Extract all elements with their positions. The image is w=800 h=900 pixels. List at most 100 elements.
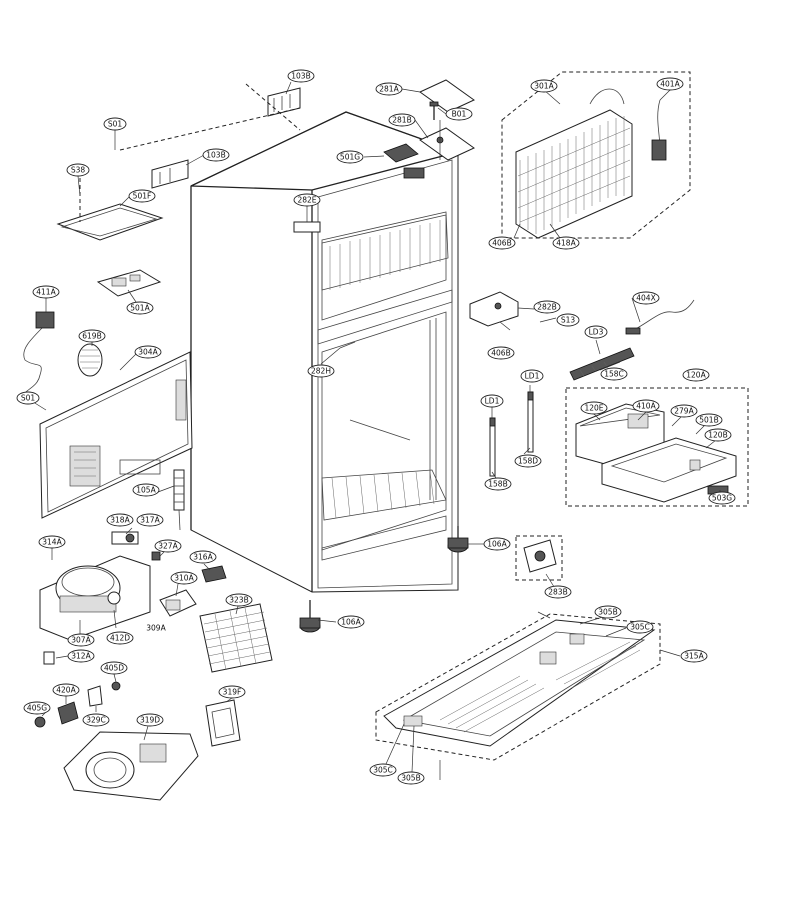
svg-text:501G: 501G [340, 153, 360, 162]
svg-text:158B: 158B [488, 480, 507, 489]
svg-text:307A: 307A [71, 636, 91, 645]
callout-103b-top: 103B [287, 69, 315, 83]
led-ld1-158d [527, 391, 534, 453]
part-405g [34, 716, 46, 728]
svg-text:310A: 310A [174, 574, 194, 583]
relay-318a-317a [111, 531, 139, 545]
drain-hose-105a [173, 469, 185, 531]
callout-158b: 158B [484, 477, 512, 491]
callout-619b: 619B [78, 329, 106, 343]
svg-text:405G: 405G [27, 704, 47, 713]
svg-text:319D: 319D [140, 716, 160, 725]
callout-405g: 405G [23, 701, 51, 715]
svg-text:S13: S13 [561, 316, 576, 325]
callout-281b: 281B [388, 113, 416, 127]
callout-312a: 312A [67, 649, 95, 663]
callout-305c-bottom: 305C [369, 763, 397, 777]
callout-307a: 307A [67, 633, 95, 647]
svg-text:S38: S38 [71, 166, 86, 175]
fan-motor-310a [159, 589, 197, 617]
callout-282e: 282E [293, 193, 321, 207]
svg-text:404X: 404X [636, 294, 655, 303]
callout-314a: 314A [38, 535, 66, 549]
svg-text:120E: 120E [584, 404, 603, 413]
callout-103b-cover: 103B [202, 148, 230, 162]
callout-401a: 401A [656, 77, 684, 91]
callout-501g: 501G [336, 150, 364, 164]
svg-text:LD3: LD3 [589, 328, 604, 337]
svg-text:411A: 411A [36, 288, 56, 297]
svg-text:501F: 501F [133, 192, 152, 201]
cover-281a [419, 79, 475, 113]
svg-text:281B: 281B [392, 116, 411, 125]
callout-106a-rear: 106A [483, 537, 511, 551]
back-cover-304a [29, 351, 193, 519]
callout-501b: 501B [695, 413, 723, 427]
svg-text:LD1: LD1 [525, 372, 540, 381]
callout-316a: 316A [189, 550, 217, 564]
svg-text:327A: 327A [158, 542, 178, 551]
svg-text:B01: B01 [452, 110, 467, 119]
part-619b [77, 343, 103, 377]
cover-501f [56, 178, 164, 241]
svg-text:106A: 106A [341, 618, 361, 627]
cover-103b [119, 107, 301, 189]
part-405d [111, 681, 121, 691]
callout-ld1-right: LD1 [520, 369, 544, 383]
svg-text:304A: 304A [138, 348, 158, 357]
svg-text:410A: 410A [636, 402, 656, 411]
svg-text:282E: 282E [297, 196, 316, 205]
svg-text:120B: 120B [708, 431, 727, 440]
callout-412d: 412D [106, 631, 134, 645]
callout-404x: 404X [632, 291, 660, 305]
leader-lines [41, 81, 721, 773]
callout-158c: 158C [600, 367, 628, 381]
svg-text:418A: 418A [556, 239, 576, 248]
svg-text:317A: 317A [140, 516, 160, 525]
callout-315a: 315A [680, 649, 708, 663]
part-420a [57, 701, 79, 725]
svg-text:305B: 305B [401, 774, 420, 783]
svg-text:S01: S01 [21, 394, 36, 403]
svg-text:283B: 283B [548, 588, 567, 597]
callout-120b: 120B [704, 428, 732, 442]
callout-305c-top: 305C [626, 620, 654, 634]
condenser-323b [199, 603, 273, 673]
callout-420a: 420A [52, 683, 80, 697]
callout-281a: 281A [375, 82, 403, 96]
part-319f [205, 699, 241, 747]
svg-text:301A: 301A [534, 82, 554, 91]
svg-text:501B: 501B [699, 416, 718, 425]
svg-text:305C: 305C [373, 766, 393, 775]
leveling-foot-106a-rear [447, 526, 469, 553]
svg-text:103B: 103B [291, 72, 310, 81]
svg-text:405D: 405D [104, 664, 124, 673]
callout-105a: 105A [132, 483, 160, 497]
part-312a [43, 651, 55, 665]
control-bracket-103b [245, 83, 301, 131]
callout-s01-left: S01 [16, 391, 40, 405]
callout-b01: B01 [445, 107, 473, 121]
callout-329c: 329C [82, 713, 110, 727]
part-327a [151, 551, 161, 561]
callout-120e: 120E [580, 401, 608, 415]
callout-301a: 301A [530, 79, 558, 93]
callout-406b-top: 406B [488, 236, 516, 250]
callout-318a: 318A [106, 513, 134, 527]
callout-ld1-left: LD1 [480, 394, 504, 408]
svg-text:315A: 315A [684, 652, 704, 661]
svg-text:LD1: LD1 [485, 397, 500, 406]
svg-text:309A: 309A [146, 624, 166, 633]
callout-s13: S13 [556, 313, 580, 327]
callout-317a: 317A [136, 513, 164, 527]
callout-282b: 282B [533, 300, 561, 314]
callout-410a: 410A [632, 399, 660, 413]
callout-283b: 283B [544, 585, 572, 599]
wheel-bracket-283b [515, 535, 563, 581]
svg-text:316A: 316A [193, 553, 213, 562]
power-cord-411a [23, 311, 55, 393]
svg-text:279A: 279A [674, 407, 694, 416]
callout-305b-top: 305B [594, 605, 622, 619]
svg-text:305C: 305C [630, 623, 650, 632]
